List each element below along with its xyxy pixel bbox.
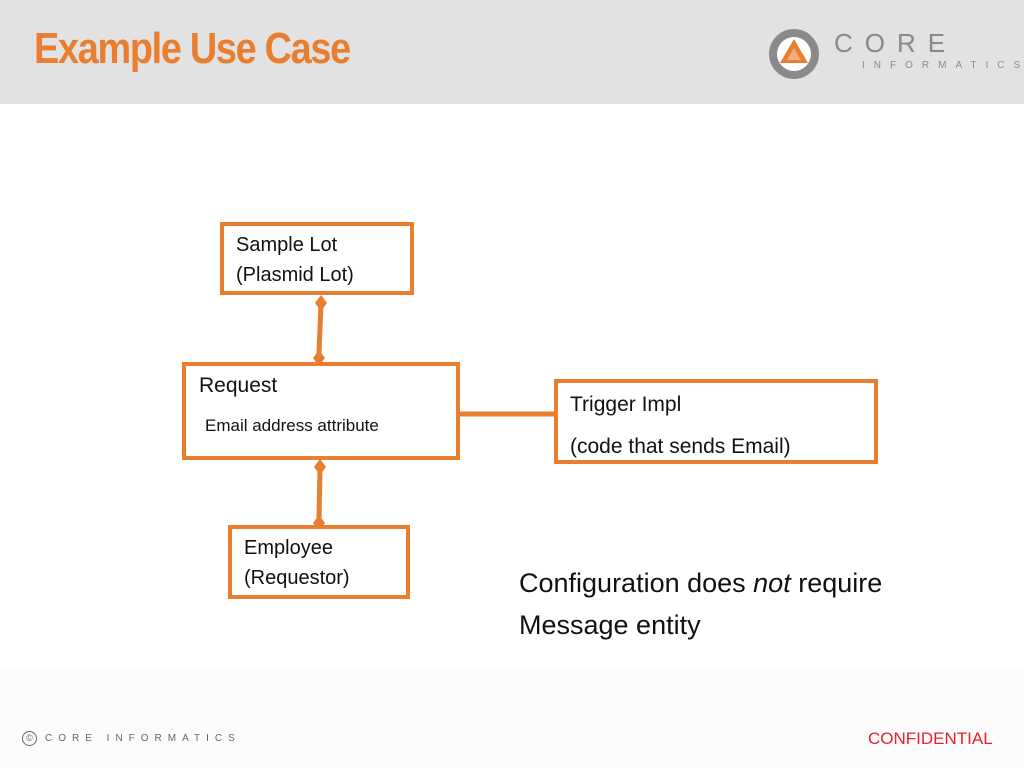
slide-title: Example Use Case bbox=[34, 24, 351, 73]
trigger-impl-box: Trigger Impl (code that sends Email) bbox=[554, 379, 878, 464]
logo-wordmark: CORE bbox=[834, 28, 958, 58]
trigger-title: Trigger Impl bbox=[570, 393, 682, 416]
copyright-icon: © bbox=[22, 731, 37, 746]
logo-subtitle: INFORMATICS bbox=[862, 60, 1024, 71]
request-attribute: Email address attribute bbox=[205, 416, 379, 435]
request-title: Request bbox=[199, 374, 278, 397]
core-logo-icon bbox=[769, 29, 819, 79]
note-line-2: Message entity bbox=[519, 610, 701, 640]
sample-lot-title: Sample Lot bbox=[236, 234, 338, 256]
footer-band bbox=[0, 668, 1024, 768]
connector-samplelot-request bbox=[316, 302, 324, 355]
connector-request-employee bbox=[316, 467, 323, 521]
trigger-description: (code that sends Email) bbox=[570, 435, 791, 458]
footer-logo: © CORE INFORMATICS bbox=[22, 731, 241, 749]
sample-lot-subtitle: (Plasmid Lot) bbox=[236, 264, 354, 286]
request-box: Request Email address attribute bbox=[182, 362, 460, 460]
employee-title: Employee bbox=[244, 537, 333, 559]
slide-header bbox=[0, 0, 1024, 104]
diamond-end-icon bbox=[315, 295, 327, 311]
sample-lot-box: Sample Lot (Plasmid Lot) bbox=[220, 222, 414, 295]
configuration-note: Configuration does not require Message e… bbox=[519, 562, 882, 646]
employee-box: Employee (Requestor) bbox=[228, 525, 410, 599]
employee-subtitle: (Requestor) bbox=[244, 567, 350, 589]
confidential-label: CONFIDENTIAL bbox=[868, 729, 993, 748]
diamond-end-icon bbox=[314, 459, 326, 475]
footer-logo-text: CORE INFORMATICS bbox=[45, 733, 241, 745]
core-informatics-logo: CORE INFORMATICS bbox=[766, 26, 1020, 82]
note-emphasis: not bbox=[753, 568, 791, 598]
note-line-1: Configuration does not require bbox=[519, 568, 883, 598]
